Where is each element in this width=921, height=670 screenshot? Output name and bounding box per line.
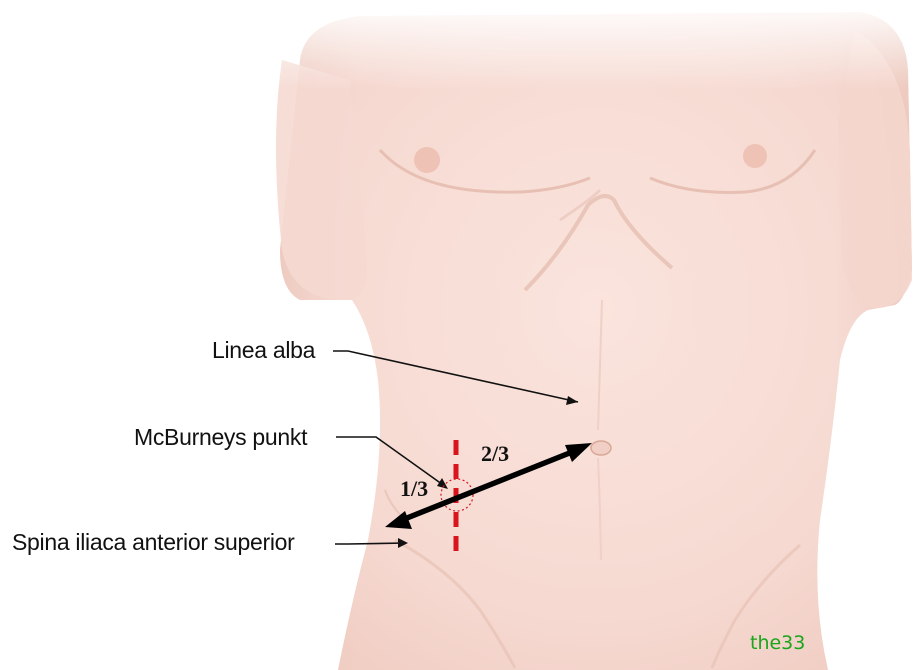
label-mcburney-point: McBurneys punkt	[134, 424, 307, 451]
label-spina-iliaca: Spina iliaca anterior superior	[12, 529, 295, 556]
spina-leader	[335, 543, 406, 544]
watermark-text: the33	[750, 632, 805, 654]
label-one-third: 1/3	[400, 476, 428, 502]
label-two-thirds: 2/3	[481, 441, 509, 467]
navel	[591, 441, 611, 455]
right-nipple	[743, 144, 767, 168]
label-linea-alba: Linea alba	[212, 337, 315, 364]
left-nipple	[414, 147, 440, 173]
